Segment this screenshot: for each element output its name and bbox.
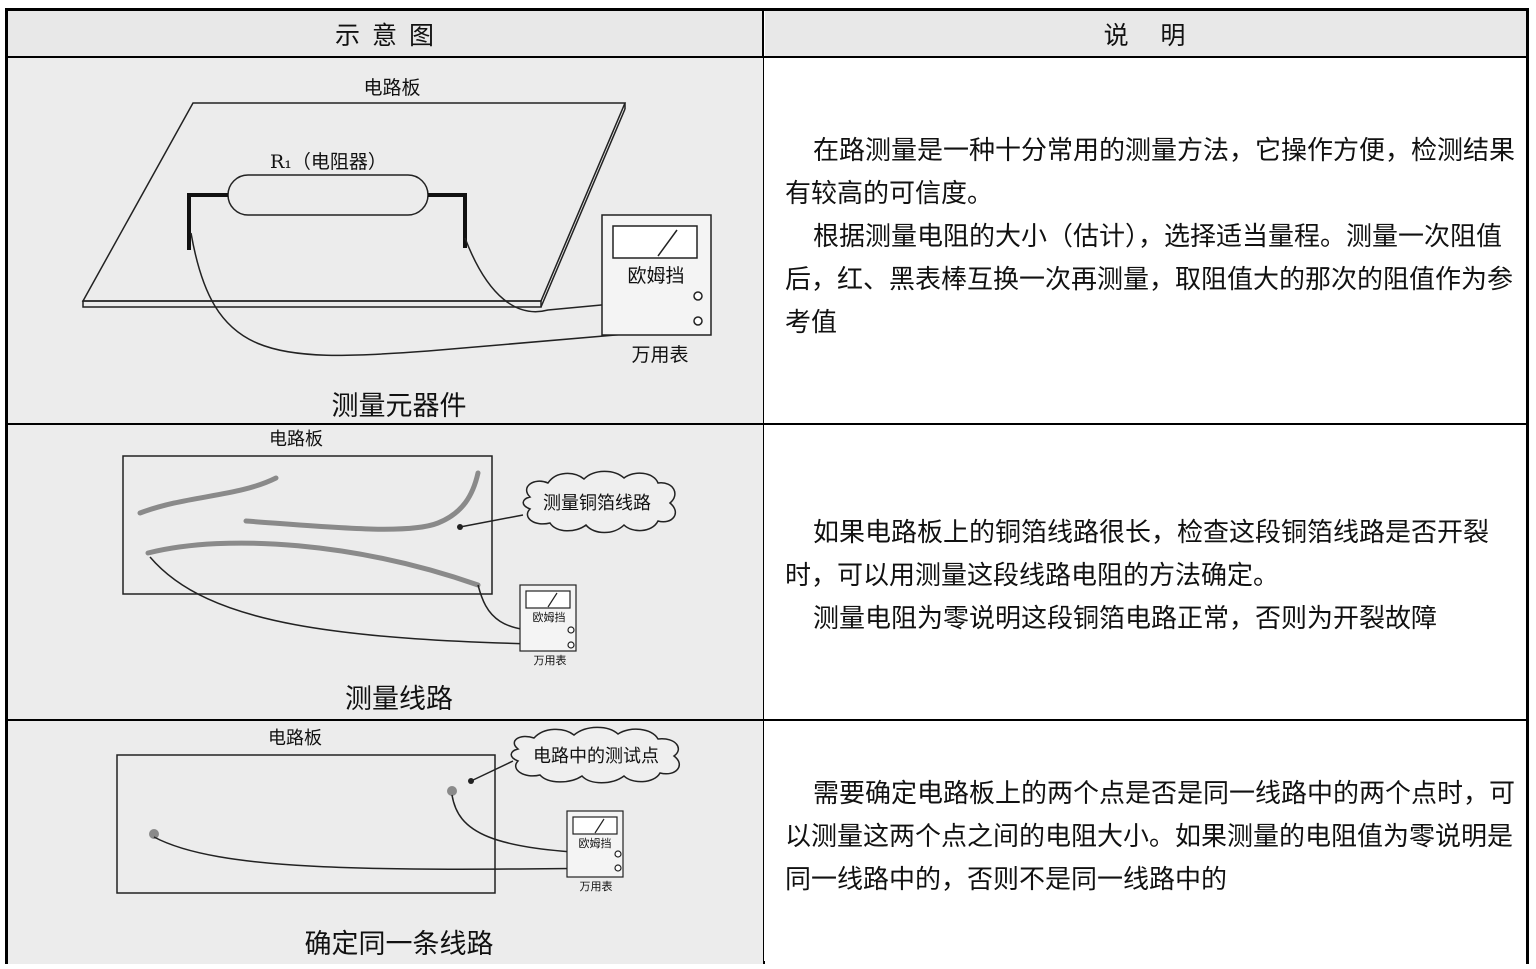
header-diagram-label: 示 意 图 xyxy=(335,21,436,50)
callout-label: 测量铜箔线路 xyxy=(543,493,651,514)
circuit-board-shape xyxy=(81,102,627,302)
column-divider xyxy=(762,11,764,961)
multimeter-label: 万用表 xyxy=(631,344,688,366)
multimeter-terminal-black xyxy=(567,641,575,649)
meter-mode-label: 欧姆挡 xyxy=(579,836,612,850)
row-3-description: 需要确定电路板上的两个点是否是同一线路中的两个点时，可以测量这两个点之间的电阻大… xyxy=(785,773,1517,902)
multimeter-label: 万用表 xyxy=(580,879,613,893)
diagram-caption: 确定同一条线路 xyxy=(305,929,494,960)
multimeter-terminal-red xyxy=(614,850,622,858)
header-description-label: 说 明 xyxy=(1103,21,1188,50)
description-paragraph: 如果电路板上的铜箔线路很长，检查这段铜箔线路是否开裂时，可以用测量这段线路电阻的… xyxy=(785,518,1490,591)
row-1-diagram-cell: 电路板 R₁（电阻器） 欧姆挡 万用表 测量元器件 xyxy=(8,58,763,423)
callout-cloud xyxy=(510,726,680,784)
callout-cloud xyxy=(522,470,676,534)
probe-wire-red xyxy=(464,237,699,313)
resistor-lead-left xyxy=(187,193,228,250)
instruction-table: 示 意 图 说 明 电路板 R₁（电阻器） 欧姆挡 xyxy=(5,8,1529,964)
row-3-diagram-cell: 电路板 电路中的测试点 欧姆挡 万用表 确定同一条线路 xyxy=(8,721,763,964)
probe-wire-black xyxy=(149,556,572,646)
test-point xyxy=(149,829,159,839)
meter-mode-label: 欧姆挡 xyxy=(533,610,566,624)
row-1-description: 在路测量是一种十分常用的测量方法，它操作方便，检测结果有较高的可信度。 根据测量… xyxy=(785,130,1517,345)
measure-trace-diagram: 电路板 测量铜箔线路 欧姆挡 万用表 测量线路 xyxy=(122,429,676,715)
multimeter-dial xyxy=(572,816,618,835)
description-paragraph: 测量电阻为零说明这段铜箔电路正常，否则为开裂故障 xyxy=(813,604,1438,634)
multimeter-terminal-black xyxy=(614,864,622,872)
description-paragraph: 根据测量电阻的大小（估计），选择适当量程。测量一次阻值后，红、黑表棒互换一次再测… xyxy=(785,222,1514,338)
row-2-description-cell: 如果电路板上的铜箔线路很长，检查这段铜箔线路是否开裂时，可以用测量这段线路电阻的… xyxy=(765,425,1526,719)
row-divider-2 xyxy=(8,719,1526,721)
copper-trace-measured xyxy=(243,470,481,532)
header-divider xyxy=(8,56,1526,58)
row-3-description-cell: 需要确定电路板上的两个点是否是同一线路中的两个点时，可以测量这两个点之间的电阻大… xyxy=(765,721,1526,964)
test-point xyxy=(447,786,457,796)
description-paragraph: 需要确定电路板上的两个点是否是同一线路中的两个点时，可以测量这两个点之间的电阻大… xyxy=(785,779,1516,895)
description-paragraph: 在路测量是一种十分常用的测量方法，它操作方便，检测结果有较高的可信度。 xyxy=(785,136,1516,209)
multimeter-needle-icon xyxy=(547,592,558,608)
resistor-label: R₁（电阻器） xyxy=(270,151,387,173)
multimeter-terminal-red xyxy=(567,626,575,634)
board-label: 电路板 xyxy=(363,77,420,99)
multimeter-dial xyxy=(612,225,698,259)
diagram-caption: 测量元器件 xyxy=(332,391,467,422)
copper-trace xyxy=(137,475,279,516)
board-label: 电路板 xyxy=(268,728,322,749)
circuit-board-shape xyxy=(122,455,493,595)
multimeter-label: 万用表 xyxy=(534,653,567,667)
circuit-board-edge xyxy=(82,300,542,308)
header-description: 说 明 xyxy=(765,11,1526,57)
circuit-board-shape xyxy=(116,754,496,894)
resistor-body xyxy=(227,174,429,216)
row-2-description: 如果电路板上的铜箔线路很长，检查这段铜箔线路是否开裂时，可以用测量这段线路电阻的… xyxy=(785,512,1517,641)
callout-label: 电路中的测试点 xyxy=(533,746,659,767)
same-line-diagram: 电路板 电路中的测试点 欧姆挡 万用表 确定同一条线路 xyxy=(116,726,680,960)
resistor-lead-right xyxy=(428,193,467,248)
multimeter-terminal-black xyxy=(693,316,703,326)
multimeter-terminal-red xyxy=(693,291,703,301)
row-divider-1 xyxy=(8,423,1526,425)
header-diagram: 示 意 图 xyxy=(8,11,763,57)
probe-wire-black xyxy=(153,836,619,870)
diagram-caption: 测量线路 xyxy=(345,684,453,715)
multimeter-dial xyxy=(525,590,571,609)
measure-component-diagram: 电路板 R₁（电阻器） 欧姆挡 万用表 测量元器件 xyxy=(81,77,712,422)
meter-mode-label: 欧姆挡 xyxy=(627,265,684,287)
row-2-diagram-cell: 电路板 测量铜箔线路 欧姆挡 万用表 测量线路 xyxy=(8,425,763,719)
multimeter-needle-icon xyxy=(657,229,678,257)
copper-trace xyxy=(145,540,481,588)
multimeter-needle-icon xyxy=(594,818,605,834)
row-1-description-cell: 在路测量是一种十分常用的测量方法，它操作方便，检测结果有较高的可信度。 根据测量… xyxy=(765,58,1526,423)
board-label: 电路板 xyxy=(269,429,323,450)
probe-wire-black xyxy=(190,232,699,357)
